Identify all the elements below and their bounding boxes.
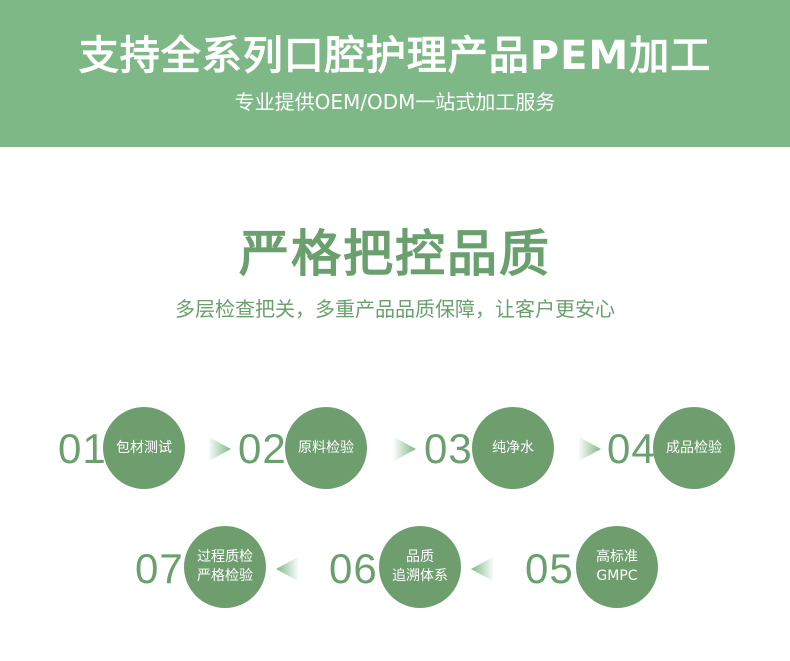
step-circle-07: 过程质检 严格检验 [184, 526, 266, 608]
arrow-right-icon [209, 437, 231, 461]
section-subtitle: 多层检查把关，多重产品品质保障，让客户更安心 [175, 297, 615, 321]
banner-subtitle: 专业提供OEM/ODM一站式加工服务 [234, 90, 556, 114]
arrow-right-icon [394, 437, 416, 461]
step-number-06: 06 [329, 545, 378, 592]
step-label-07-line2: 严格检验 [197, 568, 253, 584]
step-number-03: 03 [424, 425, 473, 472]
step-label-06-line2: 追溯体系 [392, 568, 448, 584]
step-label-07-line1: 过程质检 [197, 549, 253, 565]
step-circle-01: 包材测试 [103, 407, 185, 489]
section-title: 严格把控品质 [239, 225, 551, 283]
step-number-05: 05 [525, 545, 574, 592]
step-number-02: 02 [238, 425, 287, 472]
step-label-02-line1: 原料检验 [298, 439, 354, 456]
step-number-01: 01 [58, 425, 107, 472]
header-banner: 支持全系列口腔护理产品PEM加工 专业提供OEM/ODM一站式加工服务 [0, 0, 790, 147]
step-number-07: 07 [135, 545, 184, 592]
step-circle-05: 高标准 GMPC [576, 526, 658, 608]
step-label-05-line1: 高标准 [596, 549, 638, 565]
step-number-04: 04 [607, 425, 656, 472]
banner-title: 支持全系列口腔护理产品PEM加工 [78, 33, 712, 79]
step-label-01-line1: 包材测试 [116, 439, 172, 456]
arrow-left-icon [471, 557, 493, 581]
step-label-06-line1: 品质 [406, 549, 434, 565]
arrow-left-icon [276, 557, 298, 581]
arrow-right-icon [579, 437, 601, 461]
step-label-04-line1: 成品检验 [666, 439, 722, 456]
step-circle-02: 原料检验 [285, 407, 367, 489]
step-circle-03: 纯净水 [472, 407, 554, 489]
step-circle-06: 品质 追溯体系 [379, 526, 461, 608]
step-circle-04: 成品检验 [653, 407, 735, 489]
step-label-05-line2: GMPC [596, 568, 638, 584]
step-label-03-line1: 纯净水 [492, 439, 534, 456]
